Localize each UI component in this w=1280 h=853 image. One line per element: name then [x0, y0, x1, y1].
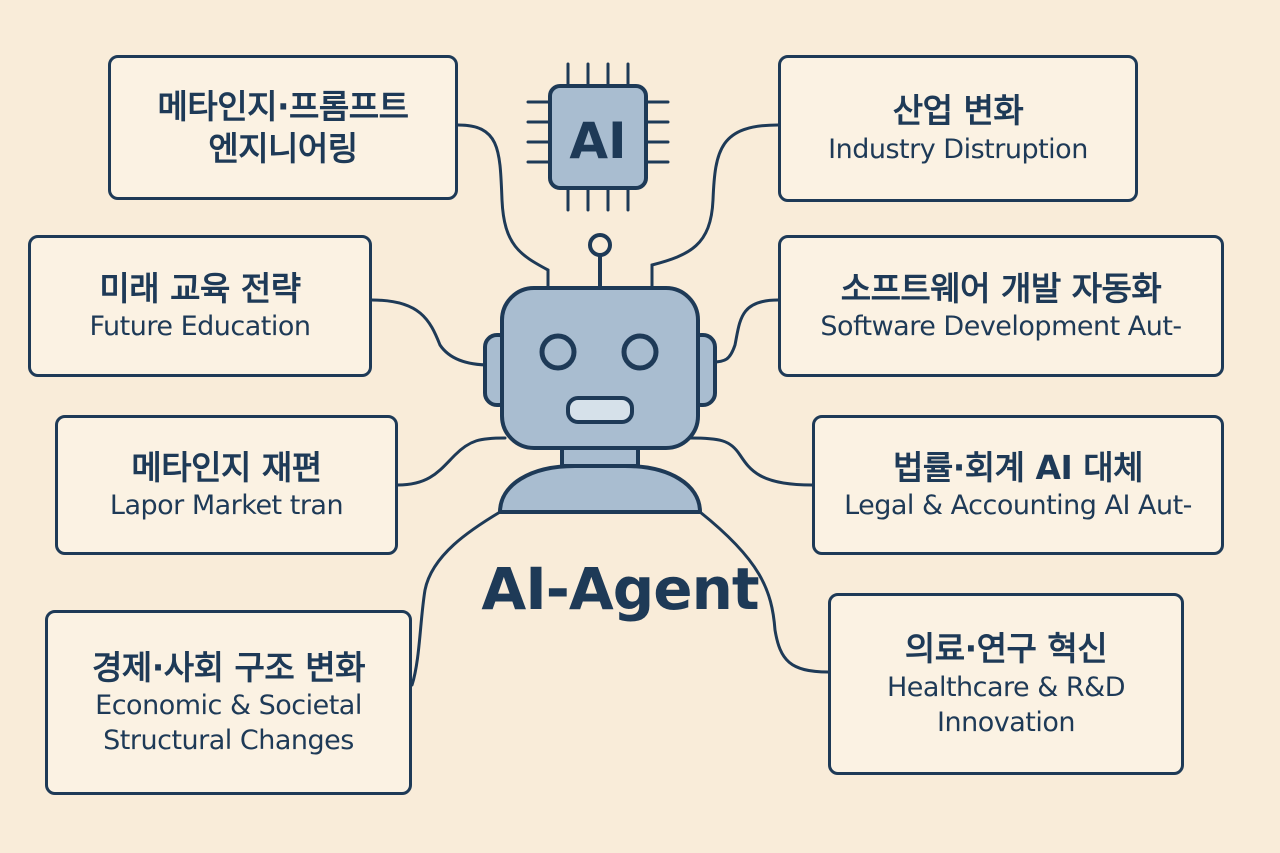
node-ko-label: 메타인지 재편 — [131, 447, 322, 487]
connector-metacognition-prompt — [456, 123, 550, 292]
node-ko-label: 법률·회계 AI 대체 — [893, 447, 1144, 487]
connector-legal — [688, 436, 814, 487]
diagram-title: AI-Agent — [481, 555, 759, 623]
node-ko-label: 소프트웨어 개발 자동화 — [840, 268, 1162, 308]
node-future-education: 미래 교육 전략 Future Education — [28, 235, 372, 377]
node-metacognition-prompt: 메타인지·프롬프트 엔지니어링 — [108, 55, 458, 200]
node-en-label: Economic & Societal Structural Changes — [95, 690, 362, 757]
chip-label: AI — [569, 112, 626, 170]
connector-software — [710, 298, 780, 364]
node-healthcare-rd: 의료·연구 혁신 Healthcare & R&D Innovation — [828, 593, 1184, 775]
connector-industry — [650, 123, 780, 292]
node-ko-label: 미래 교육 전략 — [99, 268, 301, 308]
node-ko-label: 경제·사회 구조 변화 — [92, 647, 365, 687]
node-en-label: Lapor Market tran — [109, 490, 344, 522]
node-economic-societal: 경제·사회 구조 변화 Economic & Societal Structur… — [45, 610, 412, 795]
connector-healthcare — [698, 510, 830, 674]
ai-chip-icon: AI — [526, 62, 670, 212]
connector-future-education — [370, 298, 492, 367]
connector-labor — [396, 436, 507, 487]
node-ko-label: 메타인지·프롬프트 엔지니어링 — [157, 87, 409, 168]
node-software-automation: 소프트웨어 개발 자동화 Software Development Aut- — [778, 235, 1224, 377]
node-en-label: Future Education — [89, 311, 312, 343]
node-industry-disruption: 산업 변화 Industry Distruption — [778, 55, 1138, 202]
node-legal-accounting: 법률·회계 AI 대체 Legal & Accounting AI Aut- — [812, 415, 1224, 555]
robot-icon — [483, 233, 717, 514]
node-ko-label: 산업 변화 — [892, 91, 1024, 131]
connector-economic — [410, 510, 502, 687]
node-labor-market: 메타인지 재편 Lapor Market tran — [55, 415, 398, 555]
node-en-label: Software Development Aut- — [820, 311, 1182, 343]
node-en-label: Industry Distruption — [828, 133, 1088, 165]
node-ko-label: 의료·연구 혁신 — [904, 629, 1108, 669]
node-en-label: Legal & Accounting AI Aut- — [844, 490, 1192, 522]
node-en-label: Healthcare & R&D Innovation — [887, 671, 1126, 738]
